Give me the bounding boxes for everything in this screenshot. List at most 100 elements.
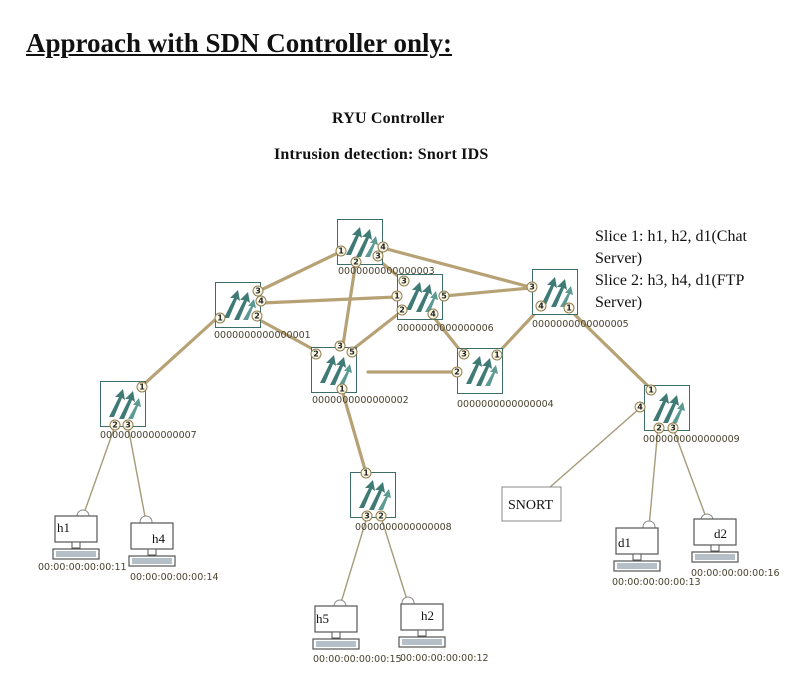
switch-id-label: 0000000000000004 (457, 399, 554, 410)
host-mac: 00:00:00:00:00:14 (130, 572, 219, 583)
link-s3-s2 (341, 259, 358, 347)
host-label: h5 (316, 611, 329, 626)
port-label: 3 (364, 512, 370, 521)
host-d2[interactable]: d2 00:00:00:00:00:16 (691, 513, 780, 579)
port-label: 1 (566, 304, 572, 313)
host-h4[interactable]: h4 00:00:00:00:00:14 (128, 515, 219, 583)
link-s1-s7 (140, 316, 219, 388)
link-s8-h2 (380, 516, 409, 604)
page-heading: Approach with SDN Controller only: (26, 28, 453, 58)
switch-id-label: 0000000000000008 (355, 522, 452, 533)
port-label: 4 (380, 243, 386, 252)
switch-id-label: 0000000000000006 (397, 323, 494, 334)
switch-s4[interactable]: 0000000000000004 3 1 2 (451, 348, 554, 411)
link-s6-s4 (430, 313, 465, 356)
host-h5[interactable]: h5 00:00:00:00:00:15 (312, 599, 402, 665)
switch-id-label: 0000000000000007 (100, 430, 197, 441)
port-label: 3 (255, 287, 261, 296)
link-s7-h4 (127, 425, 147, 523)
port-label: 3 (401, 277, 407, 286)
port-label: 2 (254, 312, 260, 321)
host-mac: 00:00:00:00:00:15 (313, 654, 402, 665)
host-label: d2 (714, 526, 727, 541)
link-s5-s9 (567, 307, 653, 391)
port-label: 1 (338, 247, 344, 256)
host-label: h1 (57, 520, 70, 535)
port-label: 4 (637, 403, 643, 412)
switch-id-label: 0000000000000005 (532, 319, 629, 330)
slice-line-2: Server) (595, 250, 643, 267)
host-mac: 00:00:00:00:00:11 (38, 562, 127, 573)
port-label: 2 (399, 306, 405, 315)
port-label: 3 (125, 421, 131, 430)
snort-label: SNORT (508, 498, 554, 513)
port-label: 5 (441, 292, 447, 301)
host-label: h2 (421, 608, 434, 623)
link-s9-d2 (672, 427, 708, 521)
switch-s8[interactable]: 0000000000000008 1 3 2 (350, 467, 452, 533)
link-s9-snort (548, 407, 641, 489)
port-label: 3 (529, 283, 535, 292)
port-label: 1 (139, 383, 145, 392)
link-s1-s6 (260, 295, 398, 305)
port-label: 1 (339, 385, 345, 394)
port-label: 5 (349, 348, 355, 357)
ids-label: Intrusion detection: Snort IDS (274, 146, 489, 163)
port-label: 4 (538, 302, 544, 311)
link-s6-s5 (442, 286, 532, 298)
link-s3-s1 (259, 249, 344, 292)
link-s9-d1 (648, 427, 659, 528)
switch-id-label: 0000000000000002 (312, 395, 409, 406)
port-label: 2 (656, 424, 662, 433)
host-h1[interactable]: h1 00:00:00:00:00:11 (38, 509, 127, 573)
link-s8-h5 (339, 516, 368, 607)
port-label: 1 (394, 292, 400, 301)
switch-s3[interactable]: 0000000000000003 1 2 3 4 (335, 219, 435, 278)
port-label: 4 (258, 297, 264, 306)
port-label: 3 (670, 424, 676, 433)
switch-s1[interactable]: 0000000000000001 3 4 1 2 (214, 282, 311, 342)
switch-id-label: 0000000000000001 (214, 330, 311, 341)
host-mac: 00:00:00:00:00:13 (612, 577, 701, 588)
snort-node[interactable]: SNORT (501, 486, 562, 522)
switch-id-label: 0000000000000003 (338, 266, 435, 277)
port-label: 1 (648, 386, 654, 395)
port-label: 3 (461, 350, 467, 359)
port-label: 2 (313, 350, 319, 359)
port-label: 1 (217, 314, 223, 323)
switch-s5[interactable]: 0000000000000005 3 4 1 (526, 269, 629, 331)
slice-line-4: Server) (595, 294, 643, 311)
host-links (82, 407, 708, 607)
link-s2-s8 (340, 388, 368, 475)
port-label: 2 (378, 512, 384, 521)
port-label: 3 (337, 342, 343, 351)
host-h2[interactable]: h2 00:00:00:00:00:12 (398, 596, 489, 664)
host-d1[interactable]: d1 00:00:00:00:00:13 (612, 520, 701, 588)
switch-s2[interactable]: 0000000000000002 2 3 5 1 (310, 340, 409, 406)
link-s3-s5 (381, 246, 532, 289)
host-label: d1 (618, 535, 631, 550)
slice-line-3: Slice 2: h3, h4, d1(FTP (595, 272, 745, 289)
switch-s9[interactable]: 0000000000000009 1 4 2 3 (634, 384, 740, 445)
slice-legend: Slice 1: h1, h2, d1(Chat Server) Slice 2… (595, 226, 785, 314)
port-label: 1 (494, 351, 500, 360)
slice-line-1: Slice 1: h1, h2, d1(Chat (595, 228, 747, 245)
link-s1-s2 (254, 316, 322, 355)
port-label: 2 (353, 258, 359, 267)
host-mac: 00:00:00:00:00:16 (691, 568, 780, 579)
switch-s6[interactable]: 0000000000000006 3 1 2 4 5 (391, 274, 494, 335)
controller-label: RYU Controller (332, 110, 445, 127)
port-label: 2 (112, 421, 118, 430)
port-label: 3 (375, 252, 381, 261)
switch-id-label: 0000000000000009 (643, 434, 740, 445)
port-label: 2 (454, 368, 460, 377)
host-mac: 00:00:00:00:00:12 (400, 653, 489, 664)
switch-links (140, 246, 653, 475)
link-s7-h1 (82, 425, 116, 517)
port-label: 4 (430, 310, 436, 319)
port-label: 1 (363, 469, 369, 478)
link-s6-s2 (350, 309, 404, 352)
host-label: h4 (152, 531, 166, 546)
switch-s7[interactable]: 0000000000000007 1 2 3 (100, 381, 197, 442)
